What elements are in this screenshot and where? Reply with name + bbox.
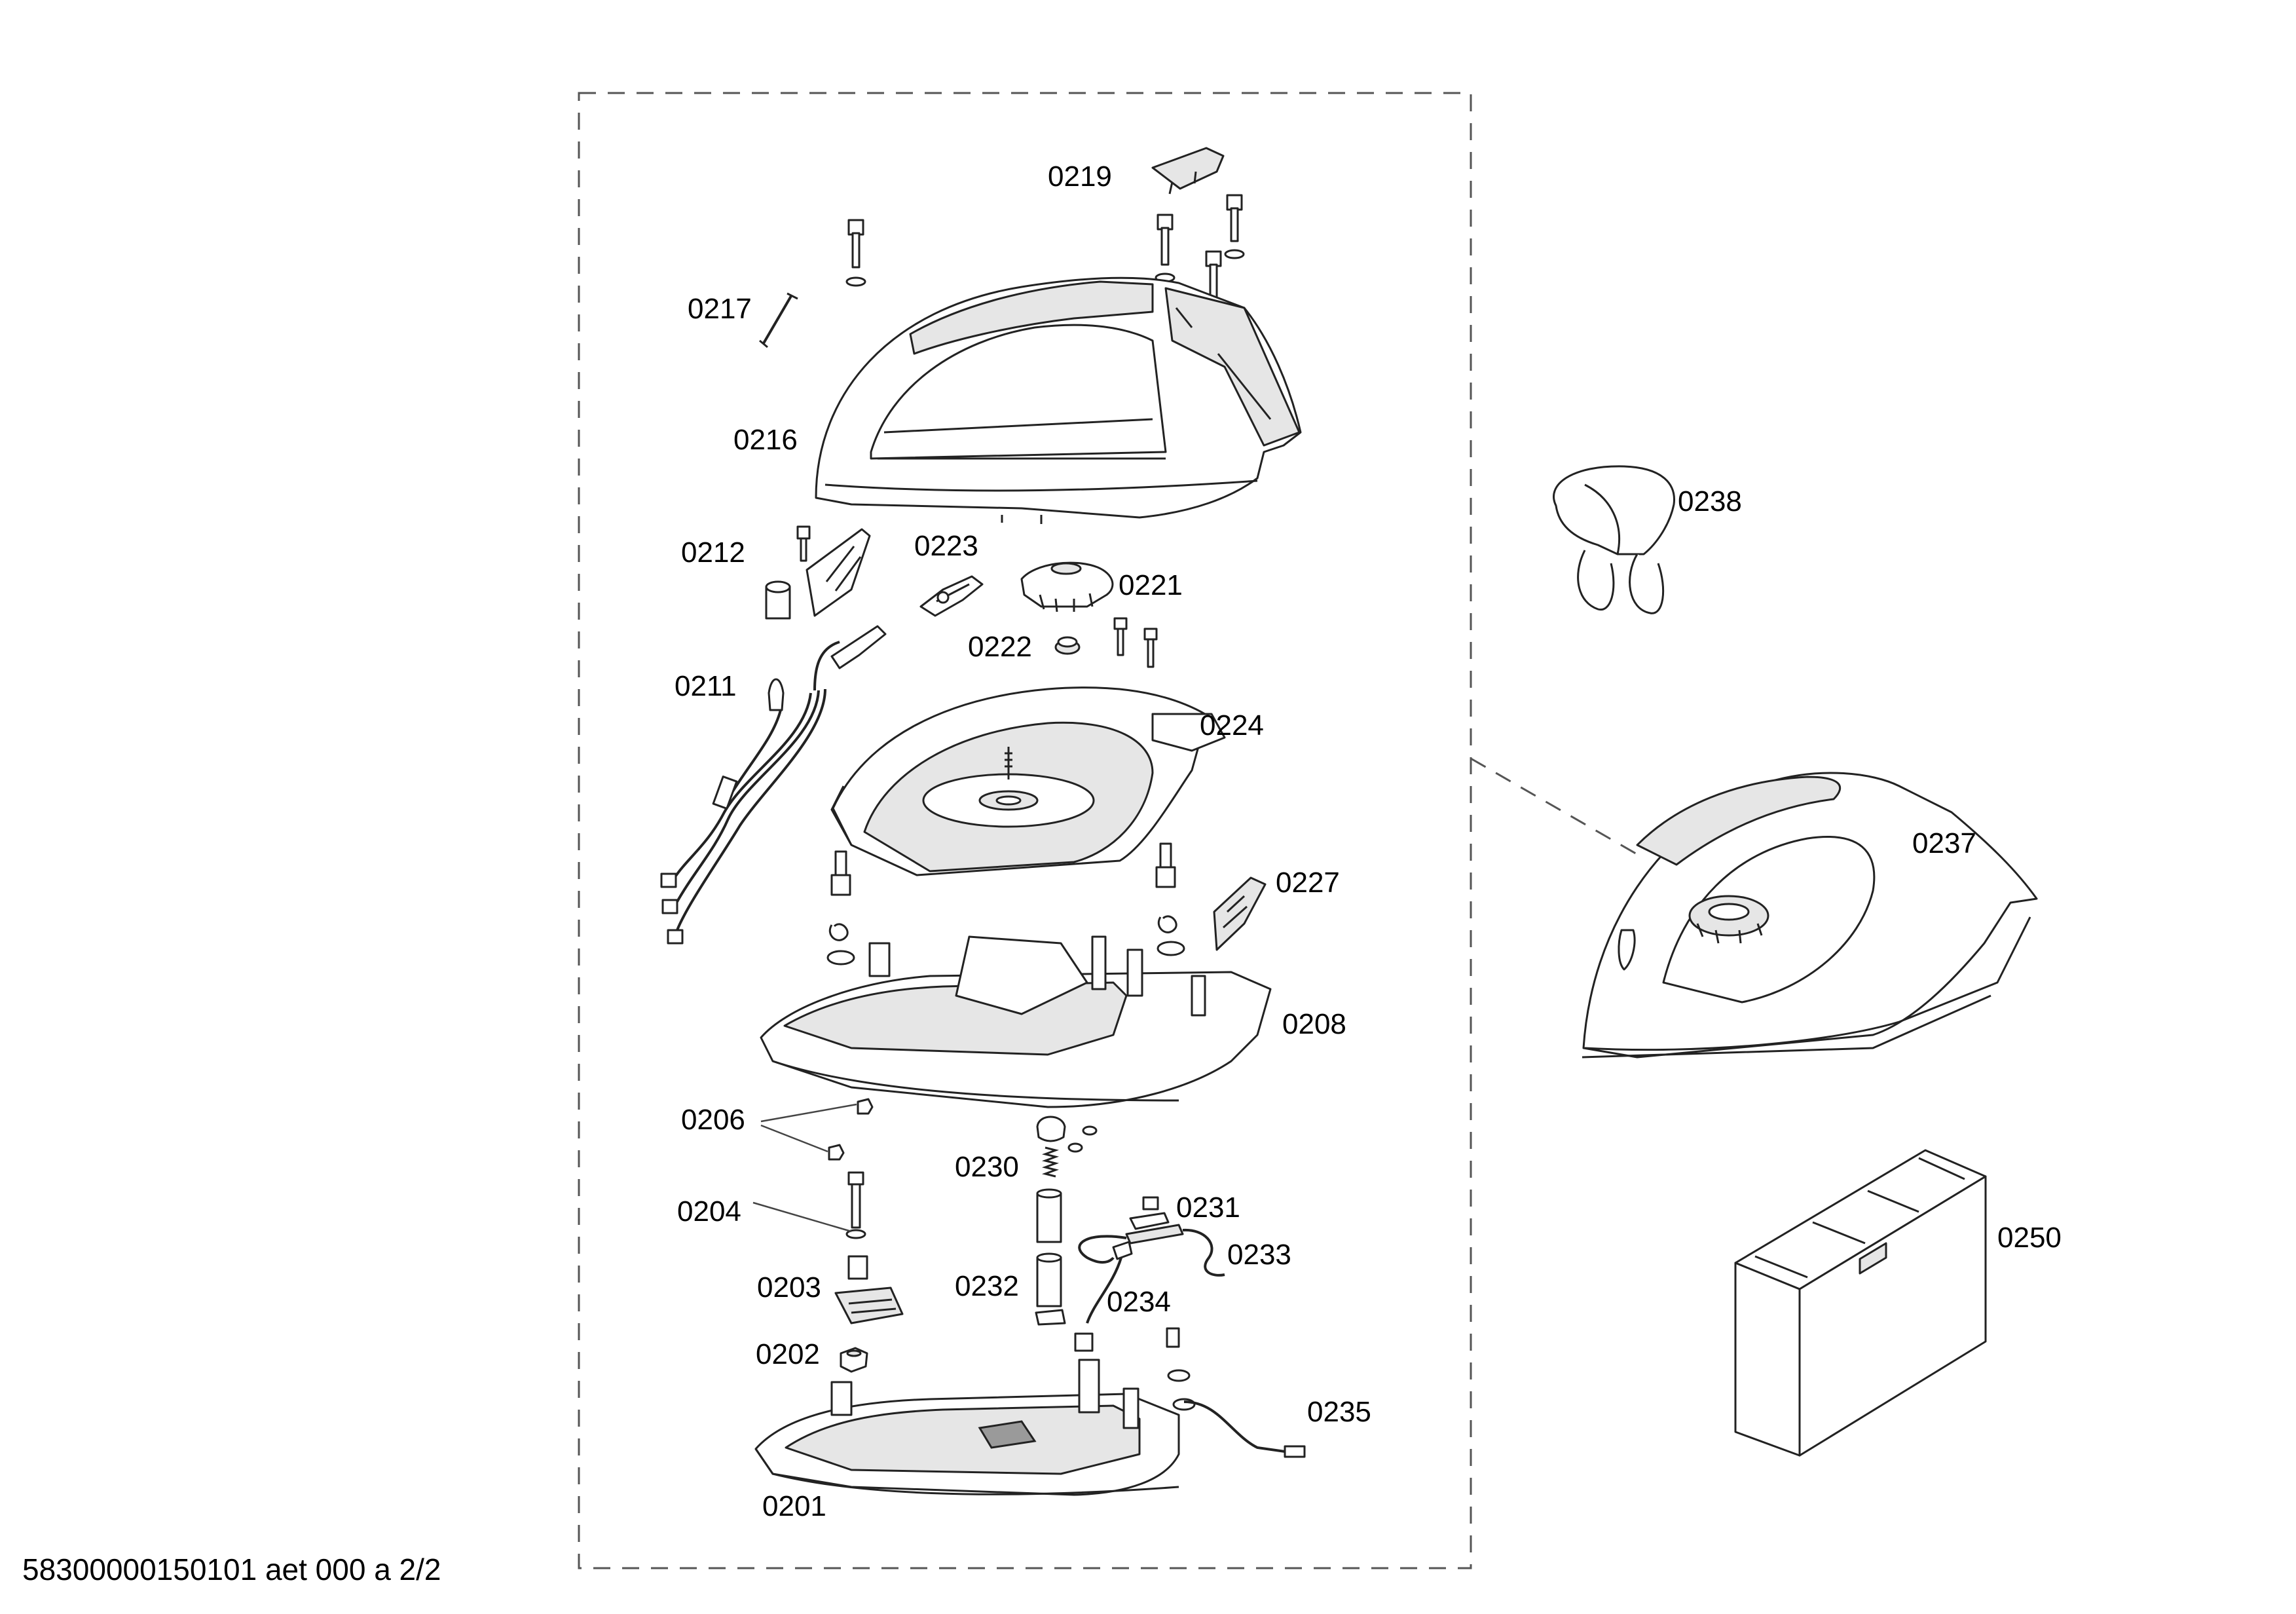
label-0224: 0224	[1200, 709, 1264, 741]
part-0208-base-housing[interactable]	[760, 935, 1272, 1108]
label-0203: 0203	[757, 1271, 821, 1304]
label-0238: 0238	[1678, 485, 1742, 517]
part-0222-spring-washer[interactable]	[1054, 636, 1081, 655]
part-0227-side-insert[interactable]	[1213, 876, 1267, 951]
part-0230-spring[interactable]	[1036, 1116, 1098, 1178]
frame-to-iron-connector	[1470, 757, 1644, 859]
part-0211-wiring-harness[interactable]	[660, 625, 887, 945]
part-0216-housing-cover[interactable]	[815, 276, 1302, 524]
part-0238-cord-clip[interactable]	[1553, 465, 1675, 614]
label-0201: 0201	[762, 1490, 826, 1522]
part-0233-thermal-fuse[interactable]	[1078, 1224, 1225, 1277]
assembly-frame	[578, 92, 1472, 1569]
label-0235: 0235	[1307, 1396, 1371, 1428]
part-0232-tubes[interactable]	[1035, 1188, 1066, 1326]
part-0223-switch-lever[interactable]	[919, 575, 984, 617]
screws-dial	[1113, 617, 1158, 668]
label-0222: 0222	[968, 631, 1032, 663]
label-0202: 0202	[756, 1338, 820, 1370]
part-0217-spring-pin[interactable]	[759, 292, 798, 348]
part-0235-earth-wire[interactable]	[1183, 1400, 1306, 1458]
part-0201-soleplate[interactable]	[754, 1327, 1196, 1496]
label-0250: 0250	[1997, 1222, 2062, 1254]
label-0230: 0230	[955, 1151, 1019, 1183]
part-0237-complete-iron[interactable]	[1582, 772, 2038, 1059]
part-0204-screw[interactable]	[752, 1171, 866, 1239]
part-0202-nut[interactable]	[840, 1347, 868, 1373]
label-0208: 0208	[1282, 1008, 1346, 1040]
label-0212: 0212	[681, 536, 745, 569]
label-0216: 0216	[733, 424, 798, 456]
part-posts	[829, 842, 1177, 941]
label-0227: 0227	[1276, 867, 1340, 899]
label-0217: 0217	[688, 293, 752, 325]
part-0224-inner-housing[interactable]	[830, 686, 1226, 876]
label-0223: 0223	[914, 530, 978, 562]
label-0219: 0219	[1048, 160, 1112, 193]
label-0211: 0211	[675, 670, 737, 702]
label-0206: 0206	[681, 1104, 745, 1136]
footer-document-code: 58300000150101 aet 000 a 2/2	[22, 1552, 441, 1586]
part-0234-connecting-wire[interactable]	[1086, 1241, 1133, 1324]
label-0221: 0221	[1119, 569, 1183, 601]
label-0231: 0231	[1176, 1192, 1240, 1224]
label-0233: 0233	[1227, 1239, 1291, 1271]
part-0212-handle-insert[interactable]	[765, 525, 871, 620]
part-0206-nuts[interactable]	[760, 1098, 874, 1161]
part-0221-temperature-dial[interactable]	[1020, 561, 1114, 612]
part-0219-cover-cap[interactable]	[1151, 147, 1225, 195]
label-0234: 0234	[1107, 1286, 1171, 1318]
label-0204: 0204	[677, 1195, 741, 1228]
part-0231-fuse-clip[interactable]	[1129, 1196, 1170, 1230]
label-0232: 0232	[955, 1270, 1019, 1302]
part-0203-thermostat[interactable]	[834, 1255, 904, 1324]
label-0237: 0237	[1912, 827, 1976, 859]
part-labels: 0219 0217 0216 0212 0223 0221 0222 0211 …	[675, 160, 2062, 1522]
part-0250-packaging-box[interactable]	[1734, 1149, 1987, 1457]
